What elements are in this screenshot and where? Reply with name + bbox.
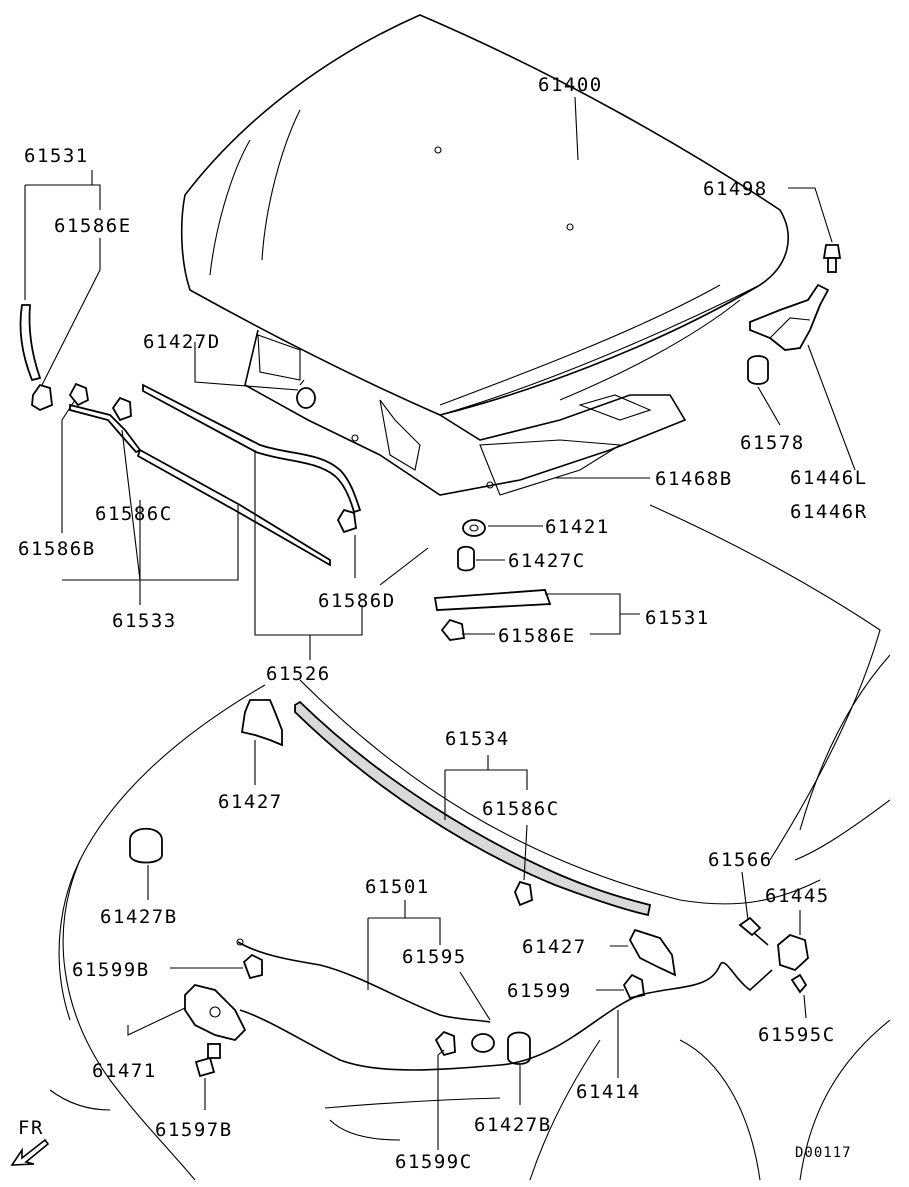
bolt-61597B	[194, 1043, 221, 1078]
label-61526: 61526	[266, 663, 331, 685]
latch-61445	[777, 933, 809, 972]
label-61468B: 61468B	[655, 468, 733, 490]
label-61586E-top: 61586E	[54, 215, 132, 237]
label-61427-left: 61427	[218, 791, 283, 813]
bumper-61427C	[457, 545, 475, 572]
lock-61471	[184, 984, 247, 1041]
label-61586C-mid: 61586C	[482, 798, 560, 820]
label-61400: 61400	[538, 74, 603, 96]
label-61597B: 61597B	[155, 1119, 233, 1141]
label-61531-top: 61531	[24, 145, 89, 167]
label-61427B-left: 61427B	[100, 906, 178, 928]
clip-61586C-left	[111, 396, 132, 422]
hood-panel	[180, 14, 789, 416]
weatherstrip-61526	[142, 383, 362, 514]
cable-61501	[236, 938, 491, 1023]
label-61586E-mid: 61586E	[498, 625, 576, 647]
label-61414: 61414	[576, 1081, 641, 1103]
cable-61414	[239, 961, 773, 1071]
label-61421: 61421	[545, 516, 610, 538]
clip-61586E-mid	[440, 618, 466, 641]
label-61599C: 61599C	[395, 1151, 473, 1173]
grommet-61421	[462, 519, 486, 537]
diagram-code: D00117	[795, 1145, 852, 1161]
hood-inner-frame	[244, 329, 687, 496]
hinge-61446	[749, 283, 830, 351]
label-61586B: 61586B	[18, 538, 96, 560]
label-61599B: 61599B	[72, 959, 150, 981]
weatherstrip-61531-left	[19, 304, 42, 382]
label-61595C: 61595C	[758, 1024, 836, 1046]
label-61534: 61534	[445, 728, 510, 750]
bumper-61427D	[296, 379, 316, 409]
clip-61586D	[336, 508, 357, 534]
clip-61586B	[68, 382, 89, 407]
label-61586D: 61586D	[318, 590, 396, 612]
vehicle-body-outline	[49, 504, 891, 1181]
clip-61599B	[242, 953, 263, 980]
leader-lines	[24, 96, 856, 1150]
front-arrow-icon	[10, 1138, 50, 1166]
clip-61586C-mid	[514, 880, 533, 907]
label-61599: 61599	[507, 980, 572, 1002]
label-61586C-left: 61586C	[95, 503, 173, 525]
label-61501: 61501	[365, 876, 430, 898]
clip-61599	[622, 973, 646, 1000]
bolt-61498	[822, 244, 842, 273]
label-61578: 61578	[740, 432, 805, 454]
label-61498: 61498	[703, 178, 768, 200]
weatherstrip-61533	[69, 403, 331, 567]
label-61427-right: 61427	[522, 936, 587, 958]
label-61566: 61566	[708, 849, 773, 871]
label-61446L: 61446L	[790, 467, 868, 489]
bumper-61427B-left	[129, 827, 163, 864]
label-61427D: 61427D	[143, 331, 221, 353]
weatherstrip-61534	[294, 700, 652, 917]
label-61427B-bottom: 61427B	[474, 1114, 552, 1136]
label-61427C: 61427C	[508, 550, 586, 572]
bracket-61427-left	[240, 699, 283, 747]
label-fr: FR	[18, 1117, 44, 1139]
grommet-61595	[471, 1033, 495, 1053]
clip-61599C	[434, 1030, 456, 1057]
label-61446R: 61446R	[790, 501, 868, 523]
clip-61586E-top	[31, 383, 53, 412]
bracket-61427-right	[628, 928, 677, 977]
bumper-61578	[747, 355, 769, 385]
part-labels: 61400 61531 61586E 61498 61427D 61578 61…	[18, 74, 868, 1173]
label-61595: 61595	[402, 946, 467, 968]
weatherstrip-61531-mid	[433, 589, 552, 611]
label-61531-mid: 61531	[645, 607, 710, 629]
screw-61566	[738, 916, 769, 946]
label-61445: 61445	[765, 885, 830, 907]
clip-61595C	[790, 973, 808, 994]
label-61471: 61471	[92, 1060, 157, 1082]
label-61533: 61533	[112, 610, 177, 632]
